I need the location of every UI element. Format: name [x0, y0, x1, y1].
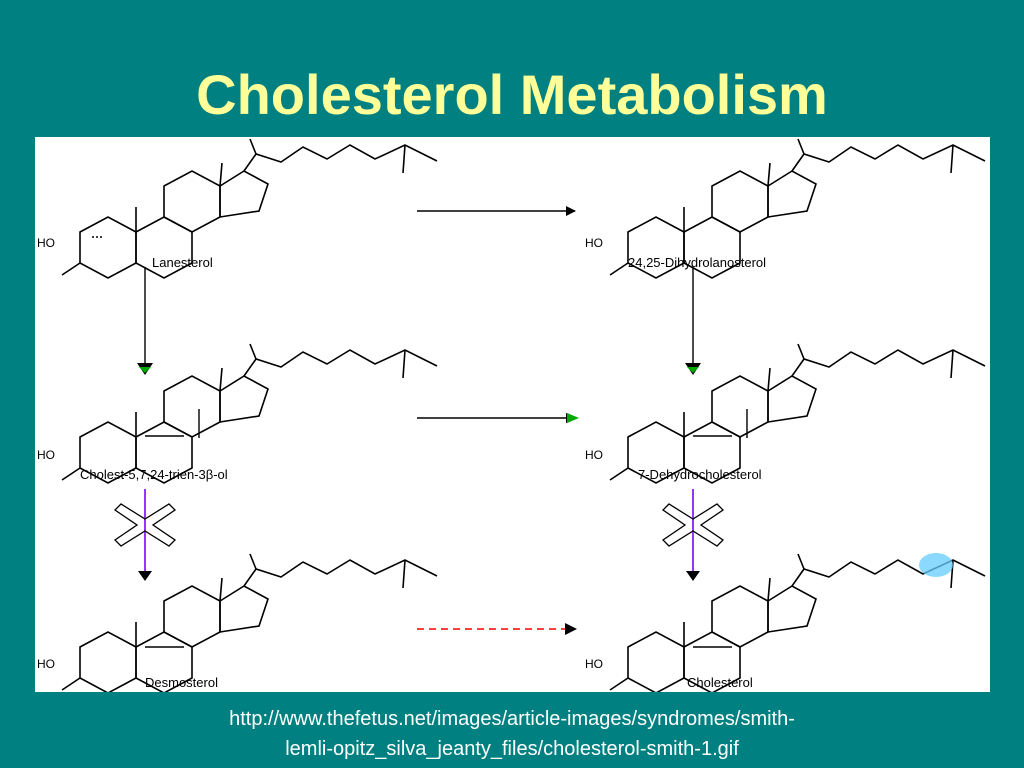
source-url-line-2: lemli-opitz_silva_jeanty_files/cholester… [285, 738, 739, 760]
compound-label-cholesterol: Cholesterol [687, 675, 753, 690]
arrow-lanesterol-to-trienol [137, 267, 153, 375]
molecule-7-dehydrocholesterol [609, 343, 986, 484]
arrow-desmosterol-to-cholesterol-dashed [417, 623, 577, 635]
compound-label-cholestatrienol: Cholest-5,7,24-trien-3β-ol [80, 467, 228, 482]
compound-label-7-dehydrocholesterol: 7-Dehydrocholesterol [638, 467, 762, 482]
reduction-site-highlight [919, 553, 953, 577]
source-url-line-1: http://www.thefetus.net/images/article-i… [229, 708, 795, 730]
hydroxyl-label: HO [37, 448, 55, 462]
compound-label-lanesterol: Lanesterol [152, 255, 213, 270]
hydroxyl-label: HO [37, 236, 55, 250]
molecule-desmosterol [61, 553, 438, 692]
hydroxyl-label: HO [585, 657, 603, 671]
block-x-mark-left [113, 503, 177, 547]
hydroxyl-label: HO [585, 448, 603, 462]
molecule-cholestatrienol [61, 343, 438, 484]
blocked-arrow-7-dehydrocholesterol-to-cholesterol [661, 489, 725, 581]
compound-label-desmosterol: Desmosterol [145, 675, 218, 690]
pathway-svg [61, 138, 986, 692]
molecule-cholesterol [609, 553, 986, 692]
arrow-trienol-to-7-dehydrocholesterol [417, 413, 579, 423]
block-x-mark-right [661, 503, 725, 547]
slide-title: Cholesterol Metabolism [196, 63, 828, 126]
molecule-lanesterol [61, 138, 438, 279]
pathway-diagram: HO HO HO HO HO HO Lanesterol 24,25-Dihyd… [35, 137, 990, 692]
source-citation: http://www.thefetus.net/images/article-i… [0, 704, 1024, 764]
hydroxyl-label: HO [37, 657, 55, 671]
compound-label-dihydrolanosterol: 24,25-Dihydrolanosterol [628, 255, 767, 270]
blocked-arrow-trienol-to-desmosterol [113, 489, 177, 581]
arrow-dihydrolanosterol-to-7-dehydrocholesterol [685, 267, 701, 375]
hydroxyl-label: HO [585, 236, 603, 250]
